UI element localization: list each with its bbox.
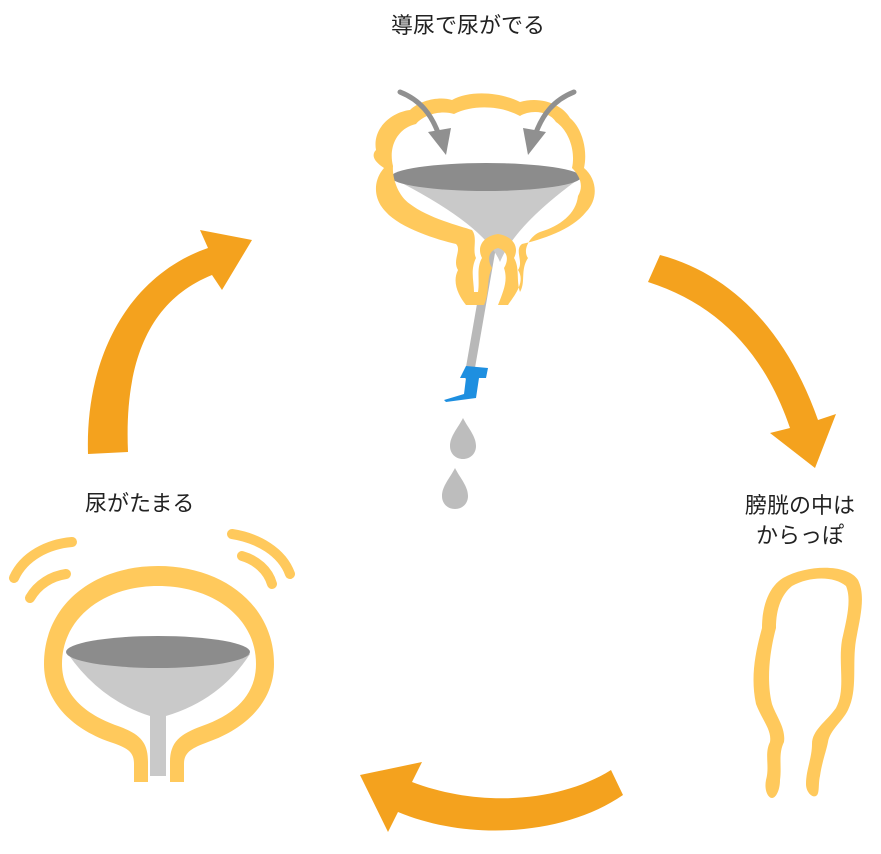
- empty-bladder: [753, 567, 862, 798]
- vibration-mark-icon: [227, 529, 295, 579]
- urine-drop-icon: [450, 418, 476, 459]
- stage-label-empty: 膀胱の中は からっぽ: [745, 492, 855, 552]
- catheter-bladder: [373, 89, 595, 509]
- urine-body: [68, 654, 250, 776]
- cycle-arrow-bottom: [360, 762, 623, 832]
- stage-label-empty-line1: 膀胱の中は: [745, 494, 856, 519]
- stage-label-catheter: 導尿で尿がでる: [391, 14, 546, 39]
- bladder-wall: [373, 93, 595, 305]
- vibration-mark-icon: [237, 551, 277, 589]
- urine-body: [392, 178, 580, 262]
- urine-surface: [66, 636, 250, 668]
- bladder-wall: [753, 567, 862, 798]
- bladder-wall: [44, 566, 274, 782]
- urine-surface: [391, 163, 581, 191]
- filling-bladder: [9, 529, 295, 782]
- catheter-connector: [444, 366, 488, 402]
- pressure-arrow-right: [523, 89, 577, 155]
- stage-label-filling: 尿がたまる: [85, 492, 195, 517]
- pressure-arrow-left: [397, 89, 451, 155]
- cycle-arrow-top-right: [648, 255, 836, 468]
- urine-drop-icon: [442, 468, 468, 509]
- vibration-mark-icon: [9, 537, 77, 583]
- cycle-arrow-left: [87, 230, 252, 454]
- vibration-mark-icon: [25, 569, 71, 603]
- stage-label-empty-line2: からっぽ: [756, 524, 845, 549]
